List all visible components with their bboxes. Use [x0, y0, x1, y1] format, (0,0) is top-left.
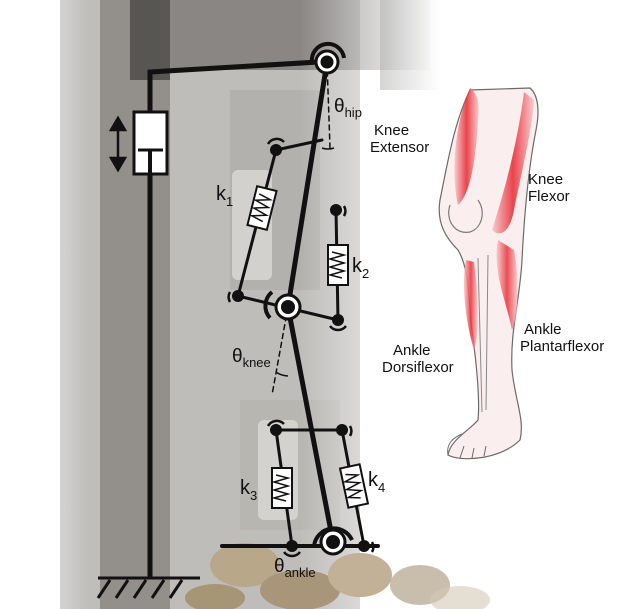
spring-k3 [271, 467, 293, 509]
robot-photo-background [0, 0, 490, 609]
double-arrow-icon [108, 115, 128, 173]
ankle-dorsiflexor-label-line2: Dorsiflexor [382, 359, 454, 376]
ankle-dorsiflexor-label-line1: Ankle [393, 342, 431, 359]
knee-joint [263, 290, 302, 321]
dorsiflexor-muscle [463, 260, 478, 350]
knee-flexor-muscle [492, 92, 534, 234]
hip-joint [309, 41, 346, 75]
knee-extensor-muscle [454, 88, 479, 205]
knee-flexor-label-line1: Knee [528, 171, 563, 188]
theta-hip-label: θhip [334, 96, 362, 120]
k3-label: k3 [240, 477, 257, 503]
spring-k2 [327, 244, 349, 286]
theta-knee-label: θknee [232, 346, 271, 370]
knee-extensor-label-line2: Extensor [370, 139, 429, 156]
plantarflexor-muscle [496, 240, 518, 330]
theta-ankle-label: θankle [274, 556, 316, 580]
knee-extensor-label-line1: Knee [374, 122, 409, 139]
k1-label: k1 [216, 183, 233, 209]
ankle-plantarflexor-label-line2: Plantarflexor [520, 338, 604, 355]
k2-label: k2 [352, 255, 369, 281]
labels: θhip θknee θankle k1 k2 k3 k4 Knee Exten… [216, 96, 604, 580]
joints [227, 41, 375, 558]
ankle-joint [312, 526, 354, 556]
ankle-plantarflexor-label-line1: Ankle [524, 321, 562, 338]
rocks [185, 543, 490, 609]
k4-label: k4 [368, 469, 385, 495]
spring-k1 [246, 184, 278, 232]
ground-symbol [96, 576, 200, 599]
anatomical-leg-illustration [438, 87, 539, 460]
knee-flexor-label-line2: Flexor [528, 188, 570, 205]
support-frame [147, 59, 321, 578]
small-pivots [232, 144, 370, 552]
linear-actuator [108, 110, 169, 176]
spring-k4 [338, 463, 370, 509]
